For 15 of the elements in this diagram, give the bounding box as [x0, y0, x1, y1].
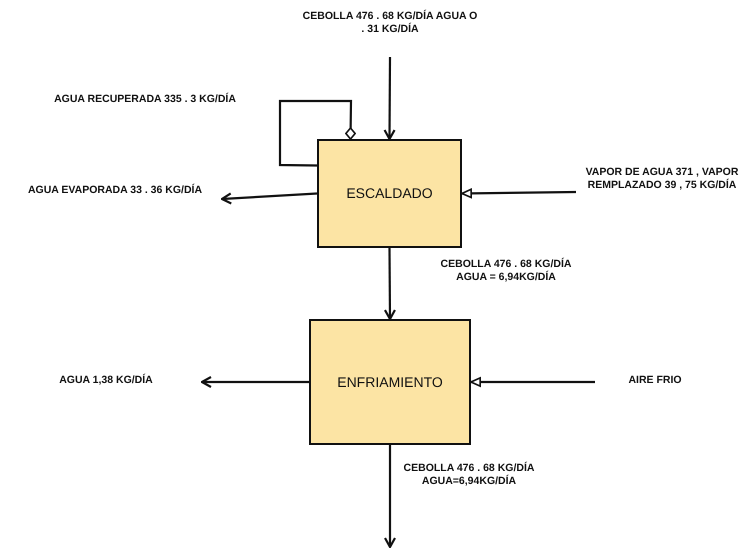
- arrow: [384, 445, 396, 548]
- recycle-line: [278, 100, 356, 167]
- stream-label: AGUA 1,38 KG/DÍA: [10, 374, 202, 390]
- process-box: ESCALDADO: [317, 139, 462, 248]
- process-box: ENFRIAMIENTO: [309, 319, 471, 445]
- arrow: [200, 376, 309, 388]
- arrow: [383, 57, 396, 140]
- stream-label: CEBOLLA 476 . 68 KG/DÍA AGUA O . 31 KG/DÍA: [300, 10, 480, 57]
- arrow: [470, 377, 595, 387]
- stream-label: AGUA EVAPORADA 33 . 36 KG/DÍA: [8, 184, 222, 214]
- arrow: [384, 248, 396, 320]
- stream-label: AIRE FRIO: [595, 374, 715, 390]
- stream-label: VAPOR DE AGUA 371 , VAPOR REMPLAZADO 39 , 75 KG/DÍA: [576, 166, 748, 218]
- arrow: [461, 188, 576, 198]
- arrow: [220, 192, 318, 205]
